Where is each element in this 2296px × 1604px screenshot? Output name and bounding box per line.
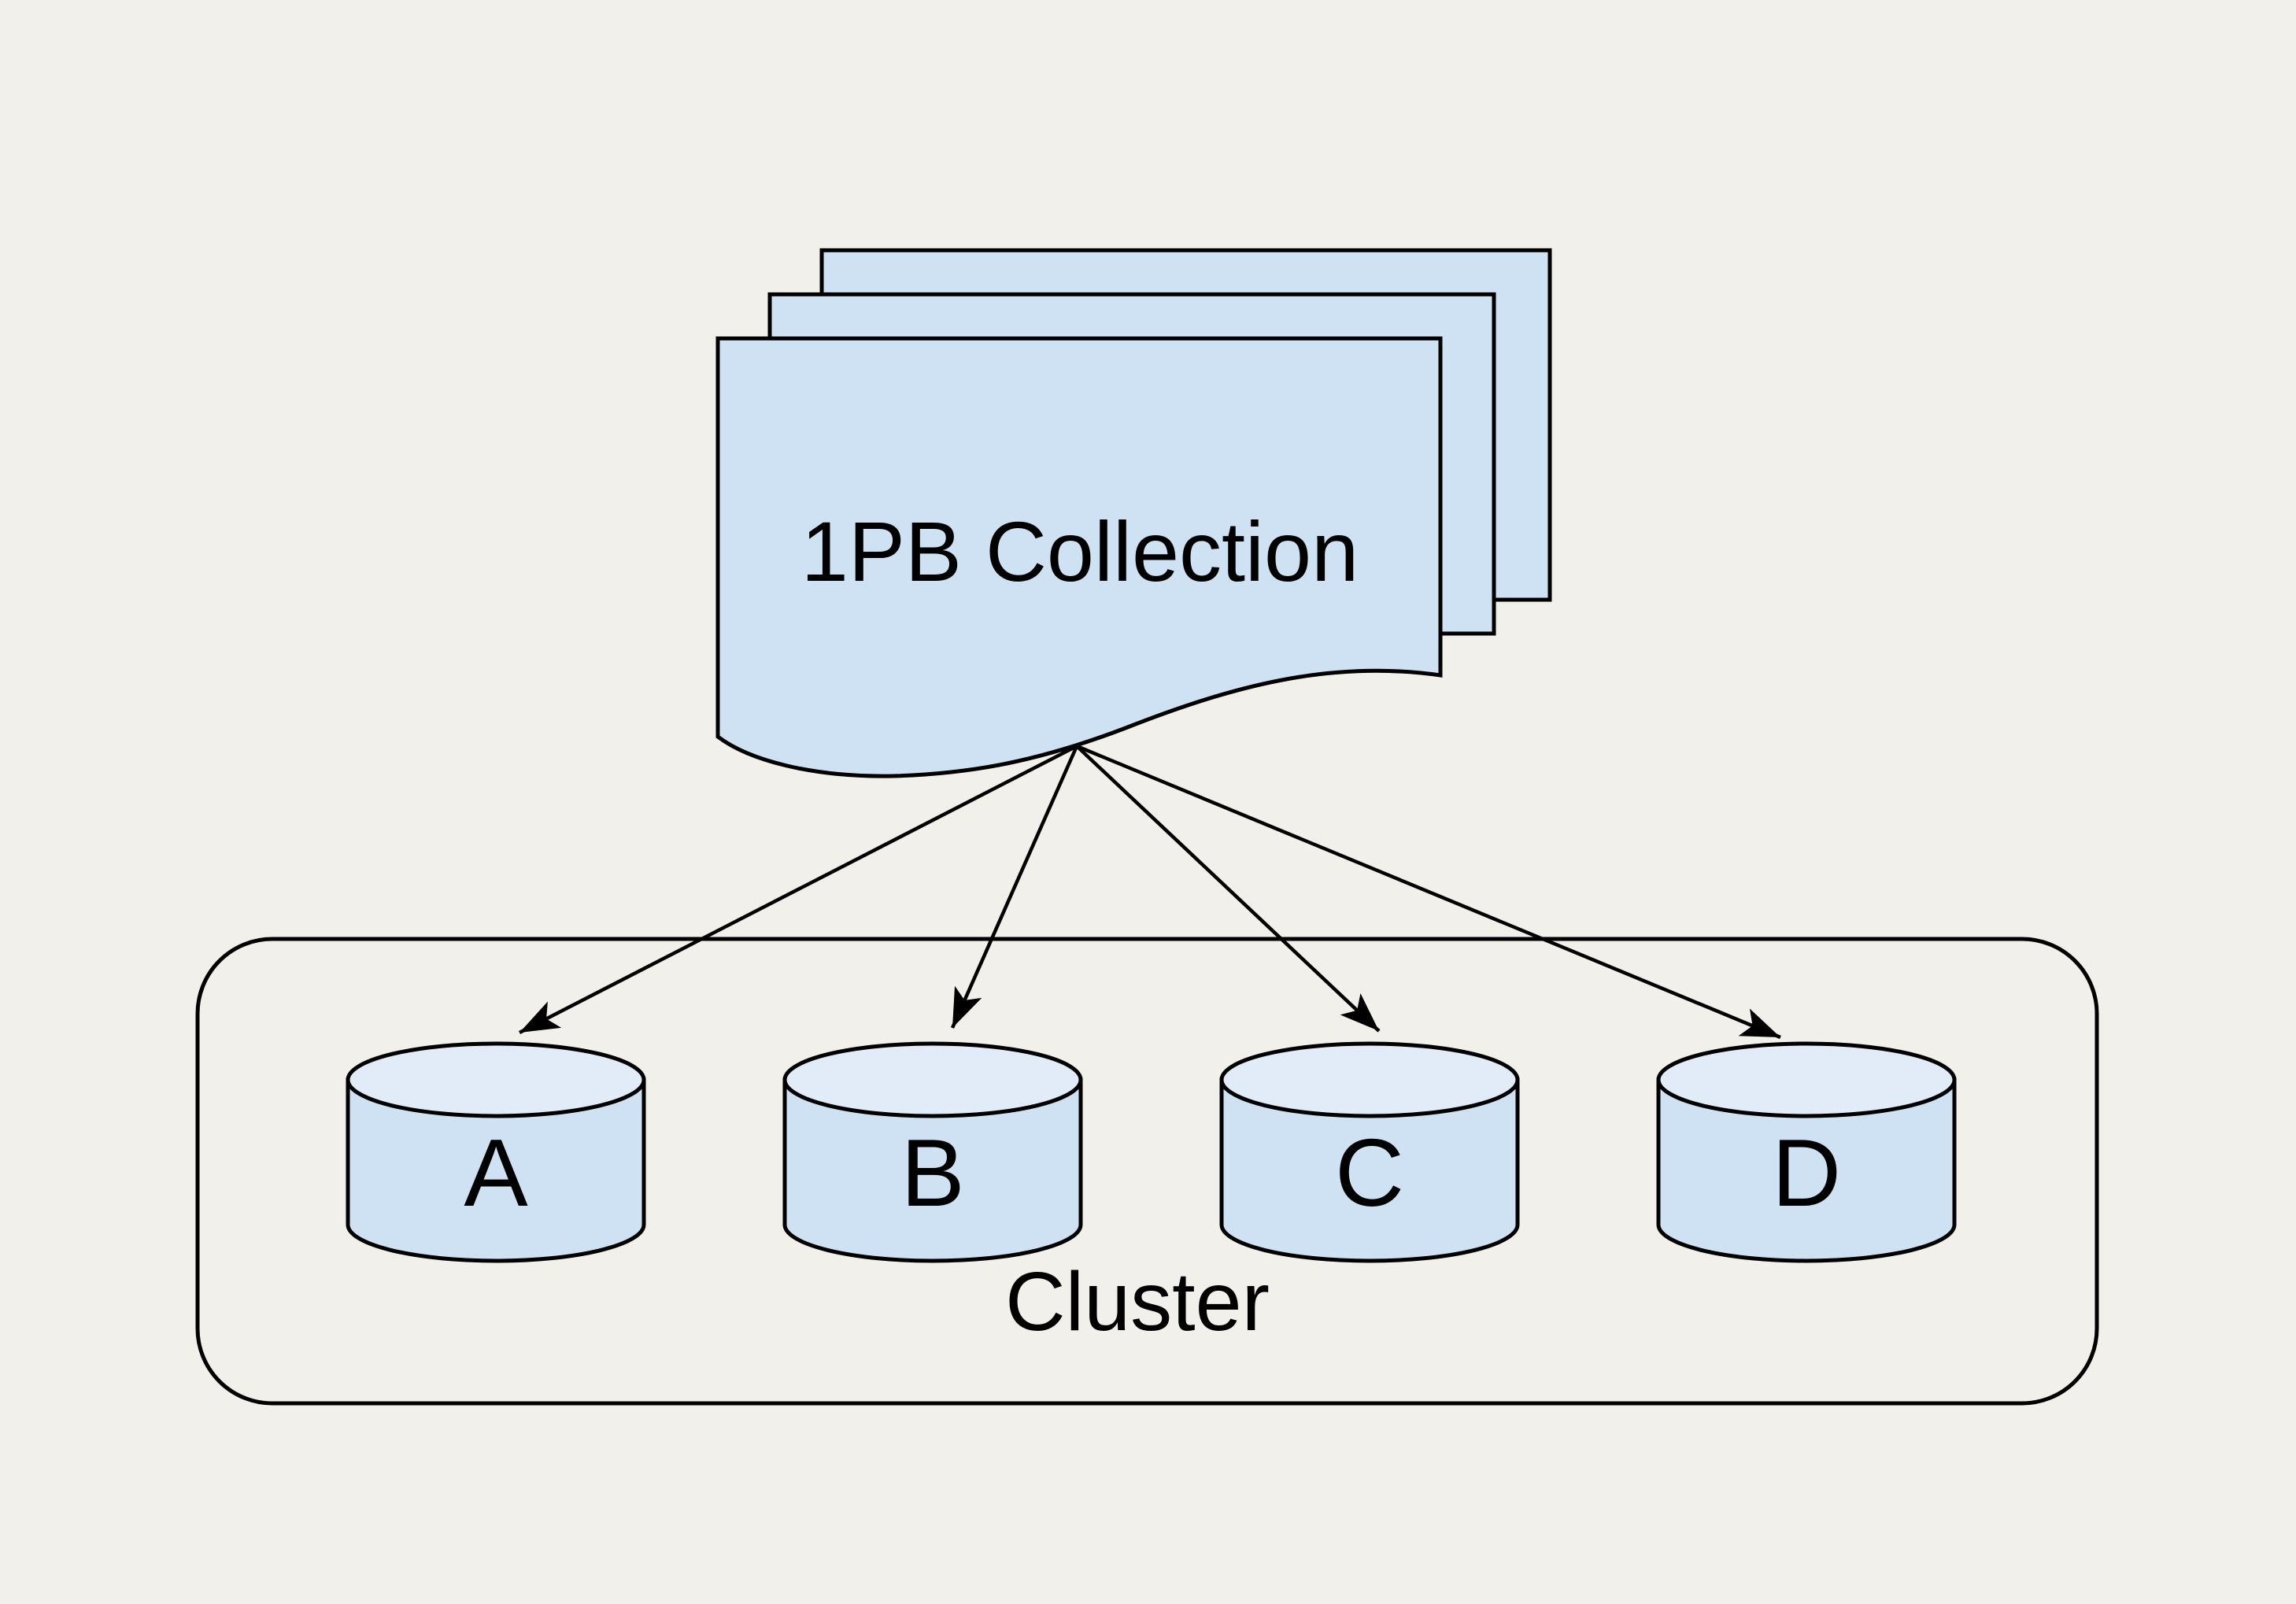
node-label-d: D — [1772, 1119, 1841, 1226]
cylinder-body-d — [1656, 1077, 1957, 1263]
collection-label: 1PB Collection — [801, 504, 1359, 599]
cylinder-top-b — [782, 1041, 1083, 1118]
cylinder-top-c — [1219, 1041, 1520, 1118]
node-label-c: C — [1335, 1119, 1404, 1226]
edges — [518, 744, 1781, 1040]
edge-collection-to-d — [1076, 744, 1781, 1040]
edge-collection-to-c — [1075, 745, 1381, 1033]
collection-node: 1PB Collection — [715, 248, 1552, 778]
edge-collection-to-a — [518, 744, 1078, 1035]
edge-collection-to-b — [950, 745, 1079, 1029]
cylinder-top-a — [346, 1041, 646, 1118]
database-node-b: B — [782, 1041, 1083, 1263]
database-node-a: A — [346, 1041, 646, 1263]
node-label-b: B — [900, 1119, 964, 1226]
cylinder-top-d — [1656, 1041, 1957, 1118]
node-label-a: A — [464, 1119, 528, 1226]
cylinder-body-b — [782, 1077, 1083, 1263]
database-node-d: D — [1656, 1041, 1957, 1263]
cylinder-body-c — [1219, 1077, 1520, 1263]
cylinder-body-a — [346, 1077, 646, 1263]
cluster-container: Cluster — [195, 937, 2099, 1406]
collection-sheet-front — [715, 336, 1443, 778]
cluster-label: Cluster — [1005, 1255, 1270, 1348]
database-node-c: C — [1219, 1041, 1520, 1263]
cluster-boundary — [195, 937, 2099, 1406]
